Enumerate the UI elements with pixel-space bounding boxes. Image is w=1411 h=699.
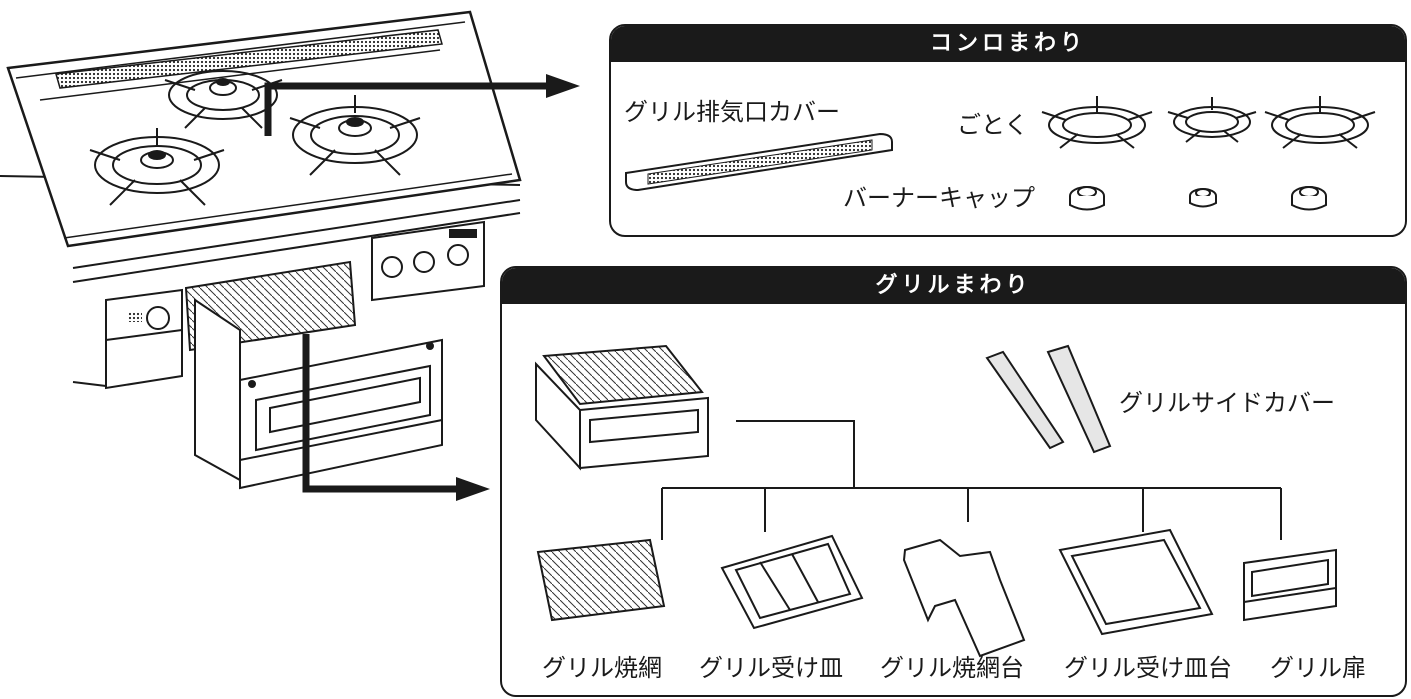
label-pan-stand: グリル受け皿台 [1064, 654, 1232, 682]
stove-burner-left [89, 128, 225, 206]
grill-parts-panel: グリルまわり [500, 266, 1407, 697]
ignition-panel [105, 288, 183, 390]
grill-drawer [184, 260, 443, 490]
label-grill-door: グリル扉 [1270, 654, 1366, 682]
label-side-cover: グリルサイドカバー [1119, 389, 1335, 417]
stove-burner-right [289, 95, 421, 176]
control-panel [371, 220, 485, 302]
konro-panel-title: コンロまわり [611, 26, 1405, 62]
label-drip-pan: グリル受け皿 [699, 654, 843, 682]
grill-panel-title: グリルまわり [502, 268, 1405, 304]
label-net-stand: グリル焼網台 [880, 654, 1024, 682]
label-grill-net: グリル焼網 [542, 654, 662, 682]
label-exhaust-cover: グリル排気口カバー [624, 98, 840, 126]
stove-top [6, 10, 522, 248]
konro-callout-arrow [264, 74, 580, 136]
label-burner-caps: バーナーキャップ [843, 184, 1035, 212]
label-trivets: ごとく [957, 111, 1029, 139]
stove-burner-center [164, 70, 283, 129]
grill-callout-arrow [302, 334, 490, 501]
